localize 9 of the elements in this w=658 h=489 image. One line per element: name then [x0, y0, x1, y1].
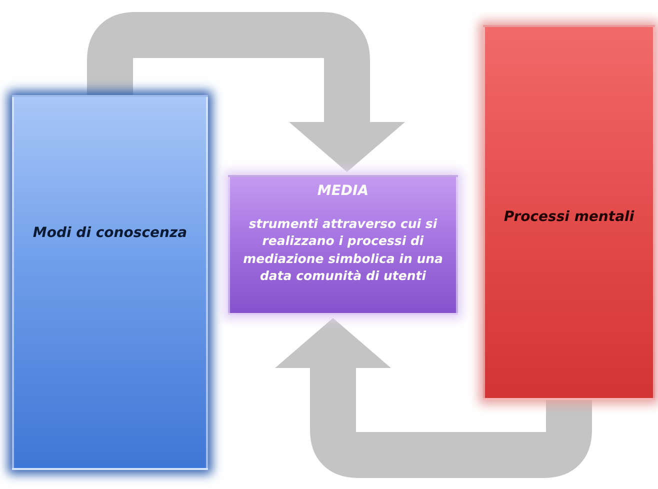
box-title: Modi di conoscenza: [32, 225, 188, 242]
process-box: [228, 175, 458, 315]
box-description: strumenti attraverso cui si realizzano i processi di mediazione simbolica in una data comunità di utenti: [242, 214, 444, 284]
process-box: [483, 25, 655, 400]
process-box: [12, 95, 208, 470]
box-title: MEDIA: [317, 183, 369, 200]
curved-arrow: [87, 12, 405, 172]
box-title: Processi mentali: [504, 209, 634, 226]
curved-arrow: [275, 318, 592, 478]
